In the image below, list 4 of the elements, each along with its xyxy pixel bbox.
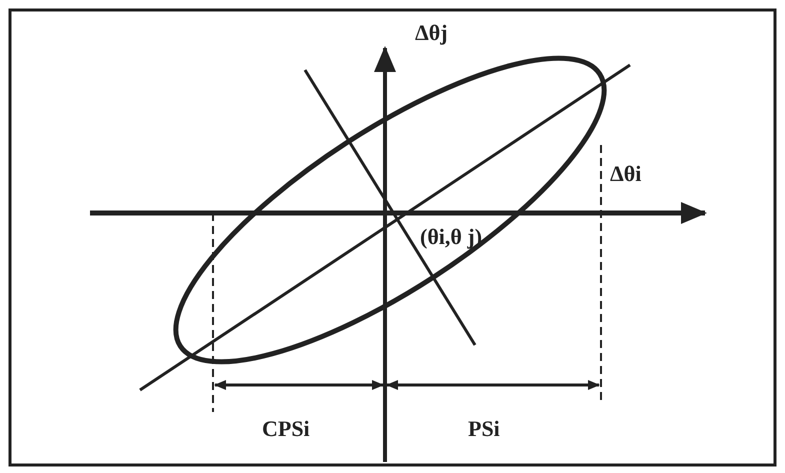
dimension-label: CPSi xyxy=(262,418,310,440)
dimension-label: PSi xyxy=(468,418,500,440)
axis-label: Δθi xyxy=(610,163,642,185)
axis-label: Δθj xyxy=(415,22,448,44)
